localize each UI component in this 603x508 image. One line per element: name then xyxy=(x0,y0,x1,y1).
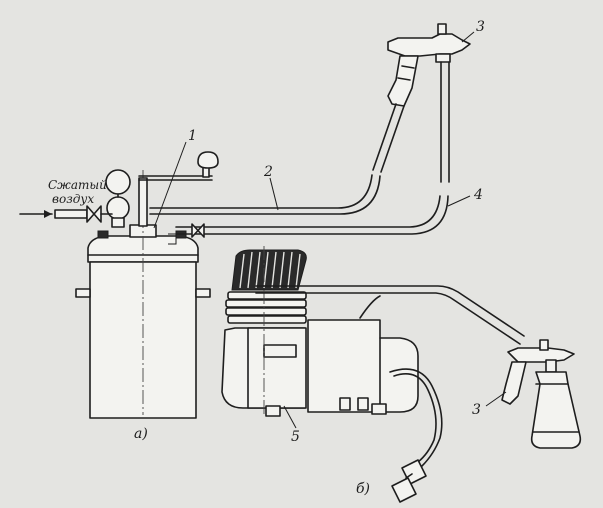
pressure-tank xyxy=(75,170,211,419)
label-2: 2 xyxy=(263,164,273,180)
air-label-line1: Сжатый xyxy=(48,178,107,192)
label-1: 1 xyxy=(188,128,197,144)
spray-gun-bottom xyxy=(501,339,582,449)
air-label-line2: воздух xyxy=(52,192,94,206)
label-3-top: 3 xyxy=(476,19,485,35)
leader-lines xyxy=(153,31,507,429)
gauges-and-valve: Сжатый воздух xyxy=(19,169,131,228)
hose-4 xyxy=(168,195,449,245)
spray-gun-top xyxy=(372,23,471,183)
compressor-outlet-pipe xyxy=(255,285,525,345)
caption-a: а) xyxy=(134,426,148,442)
label-3-bottom: 3 xyxy=(472,402,481,418)
hose-2 xyxy=(149,174,381,215)
compressor-motor xyxy=(307,319,419,415)
power-cord xyxy=(389,368,443,503)
label-5: 5 xyxy=(291,429,300,445)
compressor-body xyxy=(221,246,307,417)
label-4: 4 xyxy=(473,187,483,203)
tank-stem-and-handle xyxy=(138,151,219,227)
caption-b: б) xyxy=(356,481,370,497)
